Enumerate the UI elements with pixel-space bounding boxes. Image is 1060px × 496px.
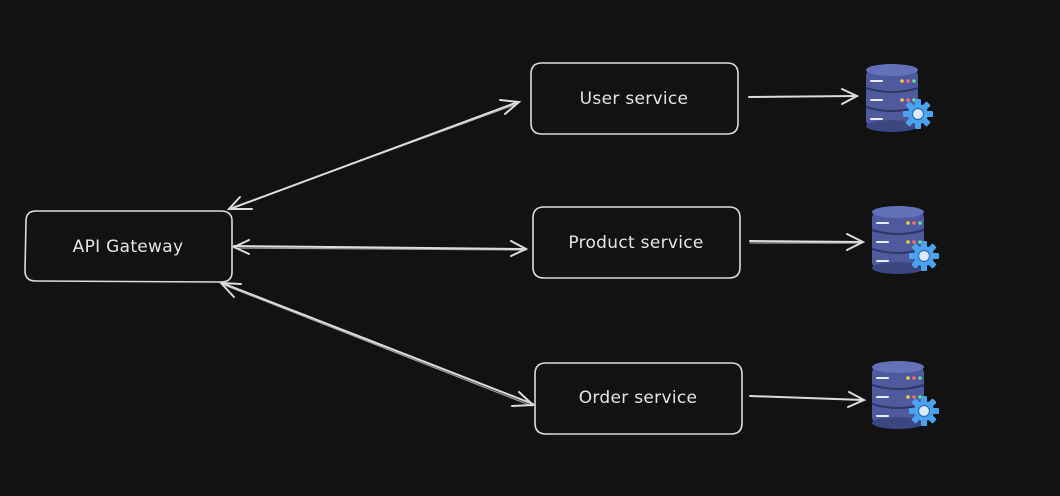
edge-product-db xyxy=(749,233,866,251)
order-service-label: Order service xyxy=(579,388,698,408)
user-service-box xyxy=(530,62,739,135)
database-settings-icon xyxy=(871,205,940,275)
order-service-node: Order service xyxy=(534,362,743,435)
user-service-node: User service xyxy=(530,62,739,135)
order-service-box xyxy=(534,362,743,435)
product-service-box xyxy=(532,206,741,279)
product-service-node: Product service xyxy=(532,206,741,279)
database-settings-icon xyxy=(865,63,934,133)
user-service-label: User service xyxy=(580,89,689,109)
api-gateway-node: API Gateway xyxy=(24,210,233,283)
edge-gateway-product xyxy=(231,239,529,257)
api-gateway-label: API Gateway xyxy=(73,237,184,257)
edge-order-db xyxy=(749,391,867,408)
database-settings-icon xyxy=(871,360,940,430)
edge-gateway-user xyxy=(226,99,522,210)
edge-user-db xyxy=(748,88,860,105)
edge-gateway-order xyxy=(218,281,536,407)
product-service-label: Product service xyxy=(568,233,703,253)
